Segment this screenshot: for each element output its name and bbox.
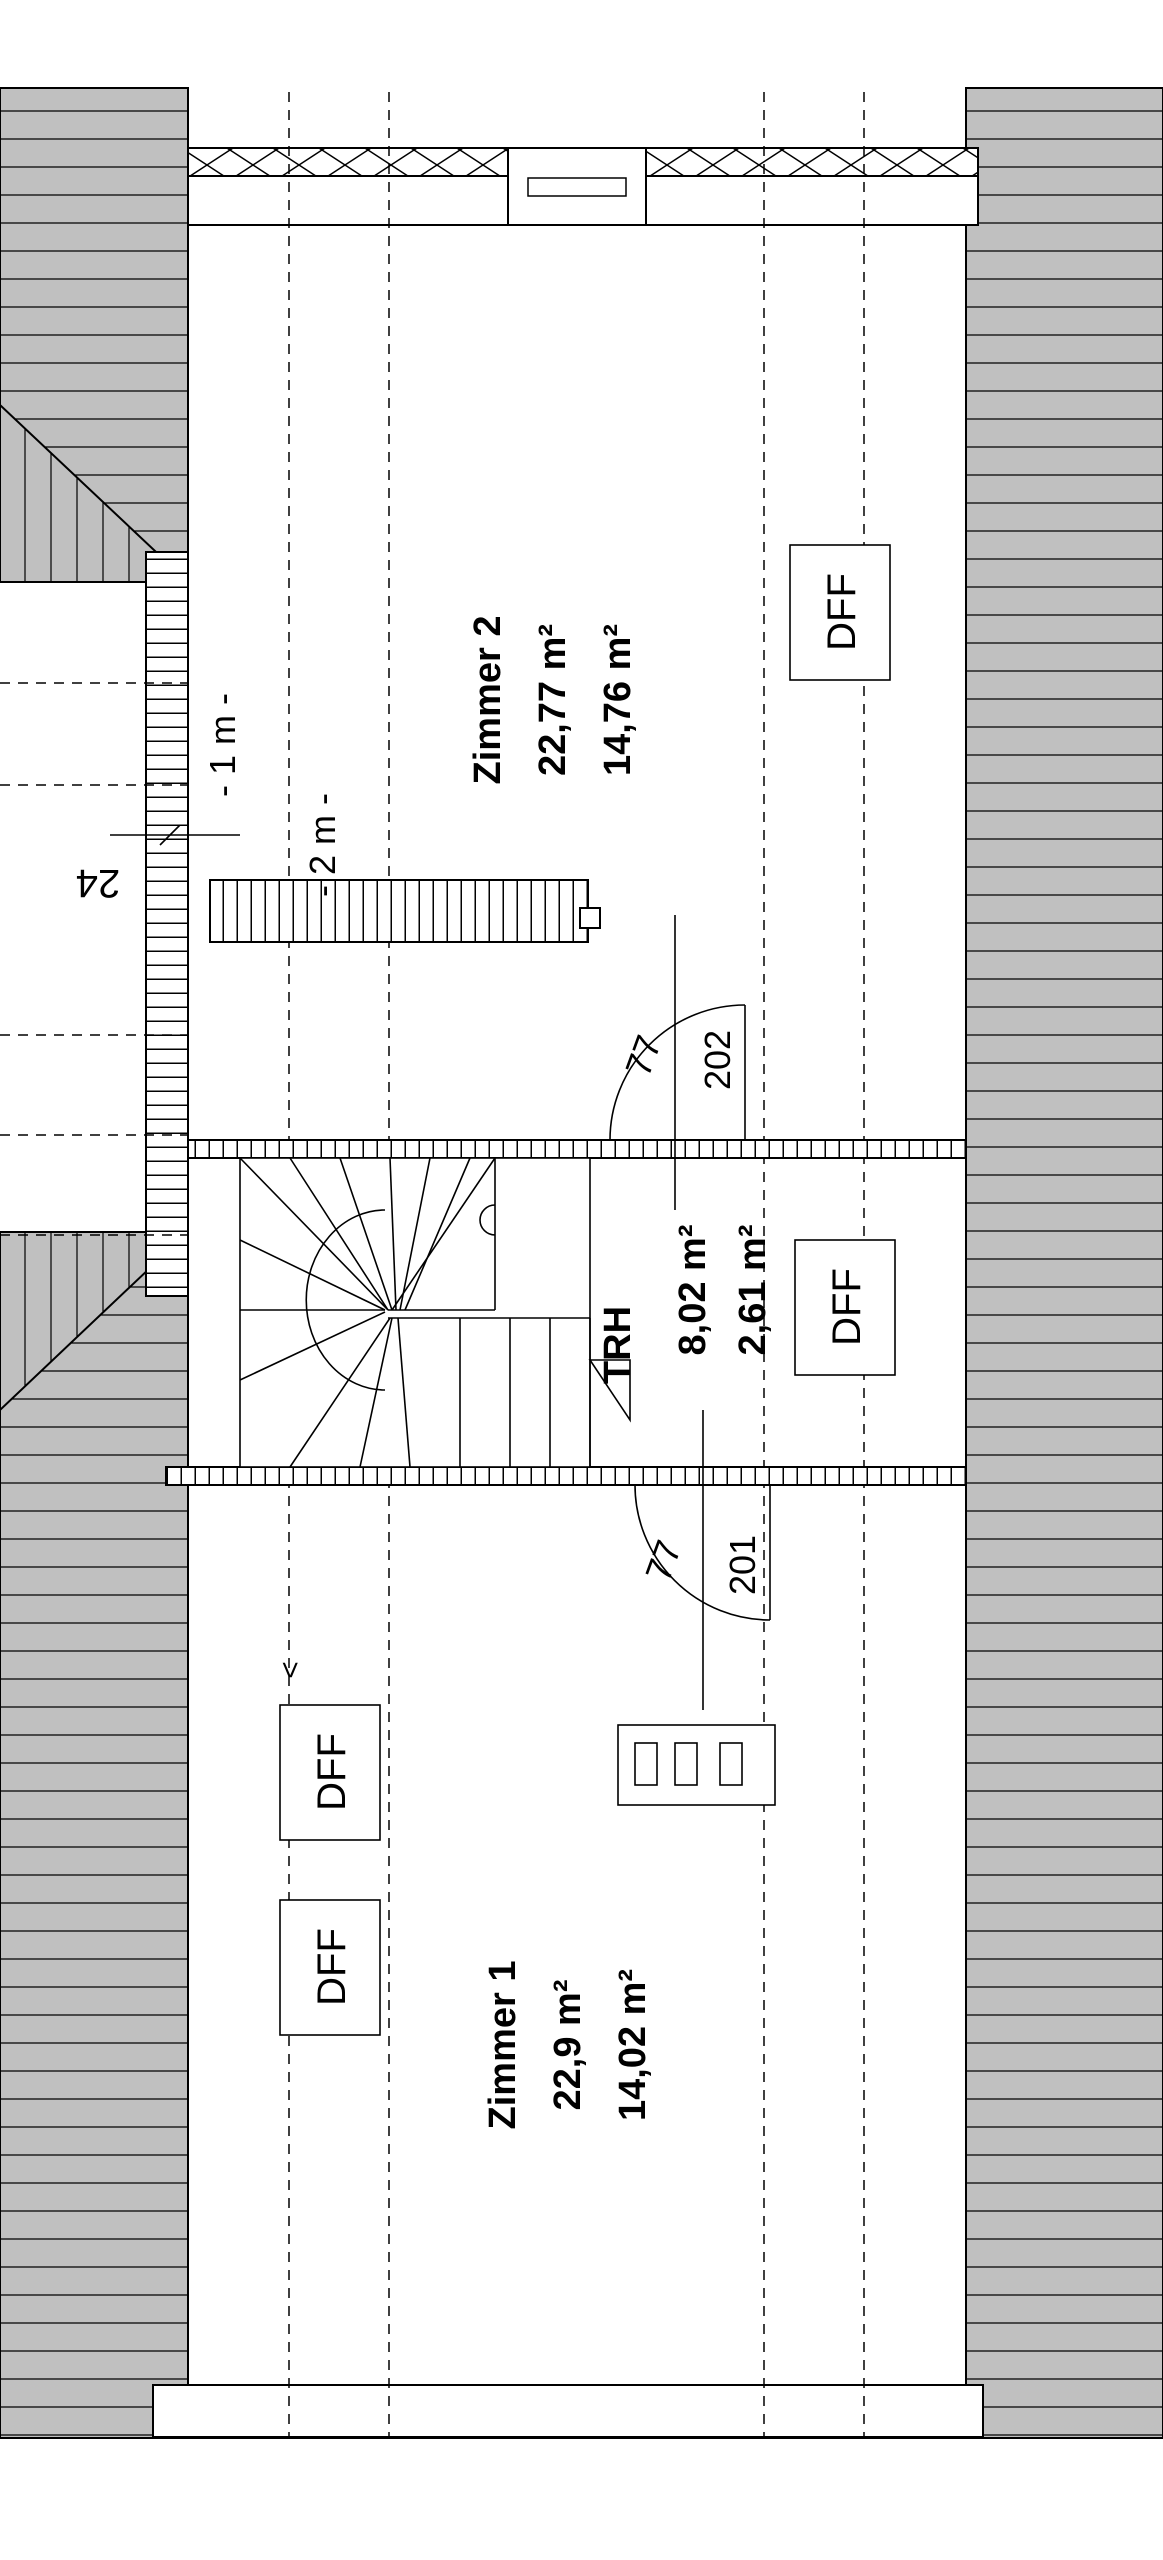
height-2m-label: - 2 m - [302, 793, 343, 897]
height-1m-label: - 1 m - [202, 693, 243, 797]
svg-text:DFF: DFF [825, 1268, 869, 1346]
dormer [0, 403, 390, 1412]
door-zimmer-1 [634, 1410, 771, 1710]
door-height: 202 [697, 1030, 738, 1090]
label-zimmer-1: Zimmer 1 22,9 m² 14,02 m² [482, 1961, 654, 2130]
top-wall [187, 147, 979, 226]
skylight-zimmer-2 [789, 544, 891, 681]
svg-text:DFF: DFF [820, 573, 864, 651]
room-area-total: 22,9 m² [547, 1980, 589, 2111]
chimney-stair [209, 879, 601, 943]
room-area-total: 22,77 m² [532, 624, 574, 776]
dimension-label: 24 [76, 861, 121, 905]
staircase [239, 1157, 631, 1468]
hall-name: TRH [597, 1306, 639, 1384]
label-zimmer-2: Zimmer 2 22,77 m² 14,76 m² [467, 616, 639, 785]
skylight-labels: DFF DFF DFF DFF [310, 573, 869, 2006]
skylight-hall [794, 1239, 896, 1376]
roof-right [965, 87, 1163, 2439]
room-name: Zimmer 2 [467, 616, 509, 785]
room-name: Zimmer 1 [482, 1961, 524, 2130]
label-hall: TRH 8,02 m² 2,61 m² [597, 1225, 774, 1385]
skylight-zimmer-1-b [279, 1899, 381, 2036]
door-height: 201 [722, 1535, 763, 1595]
radiator [617, 1724, 776, 1806]
door-zimmer-2 [609, 915, 746, 1210]
skylight-zimmer-1-a [279, 1704, 381, 1841]
svg-text:DFF: DFF [310, 1928, 354, 2006]
stair-direction-arrow: < [274, 1661, 307, 1679]
interior-wall-lower [165, 1466, 967, 1486]
dimension-line [110, 824, 240, 846]
hall-area-living: 2,61 m² [732, 1225, 774, 1356]
hall-area-total: 8,02 m² [672, 1225, 714, 1356]
bottom-wall [152, 2384, 984, 2438]
room-area-living: 14,76 m² [597, 624, 639, 776]
svg-text:DFF: DFF [310, 1733, 354, 1811]
height-labels: - 1 m - - 2 m - [202, 693, 343, 897]
interior-wall-upper [187, 1139, 967, 1159]
room-area-living: 14,02 m² [612, 1969, 654, 2121]
